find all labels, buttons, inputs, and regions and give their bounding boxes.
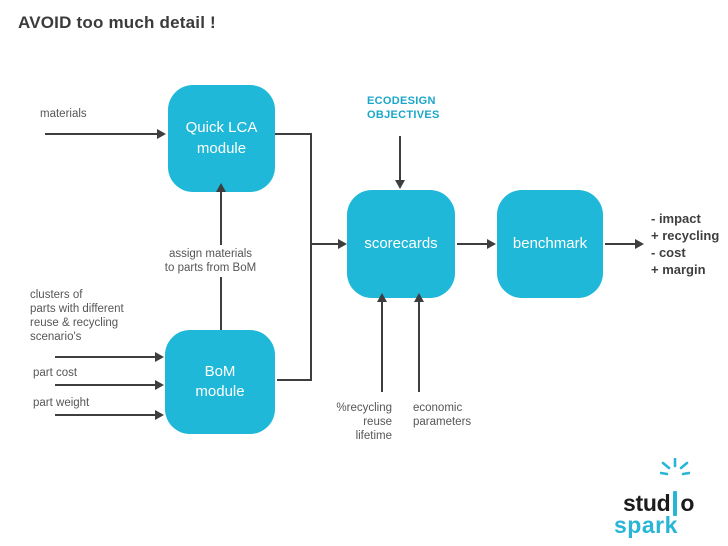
economic-line1: economic <box>413 402 463 414</box>
result-margin: + margin <box>651 262 706 277</box>
node-scorecards-label: scorecards <box>364 234 438 252</box>
part-cost-arrow-icon <box>55 380 164 390</box>
ecodesign-line2: OBJECTIVES <box>367 109 440 121</box>
scorecards-to-benchmark-arrow-icon <box>457 239 496 249</box>
spark-burst-icon <box>660 458 690 476</box>
logo-o-text: o <box>680 490 695 516</box>
node-scorecards: scorecards <box>347 190 455 298</box>
benchmark-out-arrow-icon <box>605 239 644 249</box>
node-quick-lca-label: Quick LCA module <box>186 118 258 159</box>
assign-note: assign materials to parts from BoM <box>138 245 283 277</box>
node-benchmark-label: benchmark <box>512 234 588 252</box>
page-title: AVOID too much detail ! <box>18 13 216 32</box>
recycling-line3: lifetime <box>355 430 392 442</box>
part-weight-label: part weight <box>33 397 90 409</box>
result-recycling: + recycling <box>651 228 720 243</box>
node-quick-lca-label-line2: module <box>196 139 247 157</box>
connector-bom-line <box>277 379 312 381</box>
node-bom-label: BoM module <box>195 362 244 403</box>
node-bom: BoM module <box>165 330 275 434</box>
ecodesign-line1: ECODESIGN <box>367 95 436 107</box>
clusters-line4: scenario's <box>30 331 82 343</box>
materials-label: materials <box>40 108 87 120</box>
materials-arrow-icon <box>45 129 166 139</box>
scorecards-in-arrow-icon <box>311 239 347 249</box>
assign-note-line1: assign materials <box>168 248 253 260</box>
node-bom-label-line2: module <box>195 383 245 400</box>
recycling-line1: %recycling <box>336 402 392 414</box>
result-cost: - cost <box>651 245 686 260</box>
node-quick-lca-label-line1: Quick LCA <box>185 119 258 137</box>
clusters-label: clusters of parts with different reuse &… <box>30 288 124 344</box>
recycling-line2: reuse <box>363 416 392 428</box>
results-list: - impact + recycling - cost + margin <box>651 210 719 278</box>
recycling-arrow-icon <box>377 293 387 392</box>
node-benchmark: benchmark <box>497 190 603 298</box>
node-bom-label-line1: BoM <box>204 362 236 380</box>
economic-line2: parameters <box>413 416 472 428</box>
clusters-arrow-icon <box>55 352 164 362</box>
part-cost-label: part cost <box>33 367 78 379</box>
logo-stud-text: stud <box>623 490 671 516</box>
part-weight-arrow-icon <box>55 410 164 420</box>
economic-arrow-icon <box>414 293 424 392</box>
clusters-line1: clusters of <box>30 289 83 301</box>
recycling-label: %recycling reuse lifetime <box>310 401 392 443</box>
ecodesign-arrow-icon <box>395 136 405 189</box>
logo-i-bar-icon <box>673 491 678 516</box>
result-impact: - impact <box>651 211 701 226</box>
ecodesign-objectives-label: ECODESIGN OBJECTIVES <box>367 94 440 122</box>
assign-note-line2: to parts from BoM <box>164 262 257 274</box>
connector-quicklca-line <box>275 133 312 135</box>
clusters-line3: reuse & recycling <box>30 317 119 329</box>
node-quick-lca: Quick LCA module <box>168 85 275 192</box>
logo-word-spark: spark <box>614 512 678 538</box>
connector-vertical-line <box>310 133 312 381</box>
economic-label: economic parameters <box>413 401 471 429</box>
clusters-line2: parts with different <box>30 303 124 315</box>
